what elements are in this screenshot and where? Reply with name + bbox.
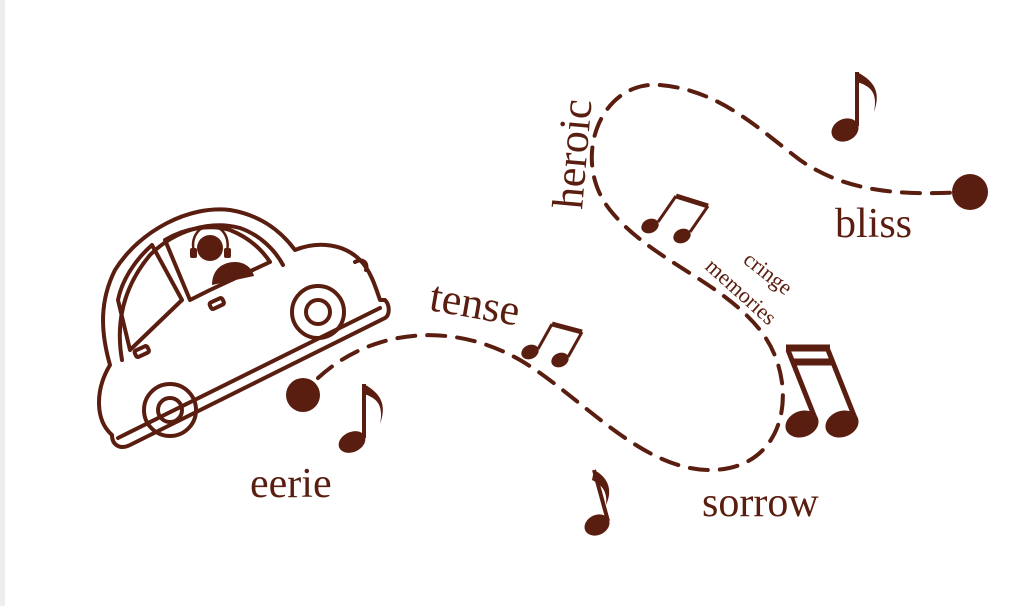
start-dot (286, 378, 320, 412)
eighth-note-icon (338, 384, 383, 453)
beamed-notes-icon (785, 344, 859, 438)
beamed-notes-icon (641, 193, 710, 244)
word-eerie: eerie (250, 461, 332, 507)
word-bliss: bliss (835, 201, 912, 247)
end-dot (952, 174, 988, 210)
word-heroic: heroic (543, 97, 601, 211)
word-sorrow: sorrow (702, 480, 819, 526)
eighth-note-icon (584, 469, 610, 536)
beamed-notes-icon (521, 321, 584, 368)
dashed-path (316, 82, 967, 473)
left-edge-strip (0, 0, 5, 606)
car-icon (97, 207, 391, 449)
driver-with-headphones-icon (190, 224, 254, 285)
eighth-note-icon (831, 72, 877, 142)
word-tense: tense (426, 272, 524, 336)
